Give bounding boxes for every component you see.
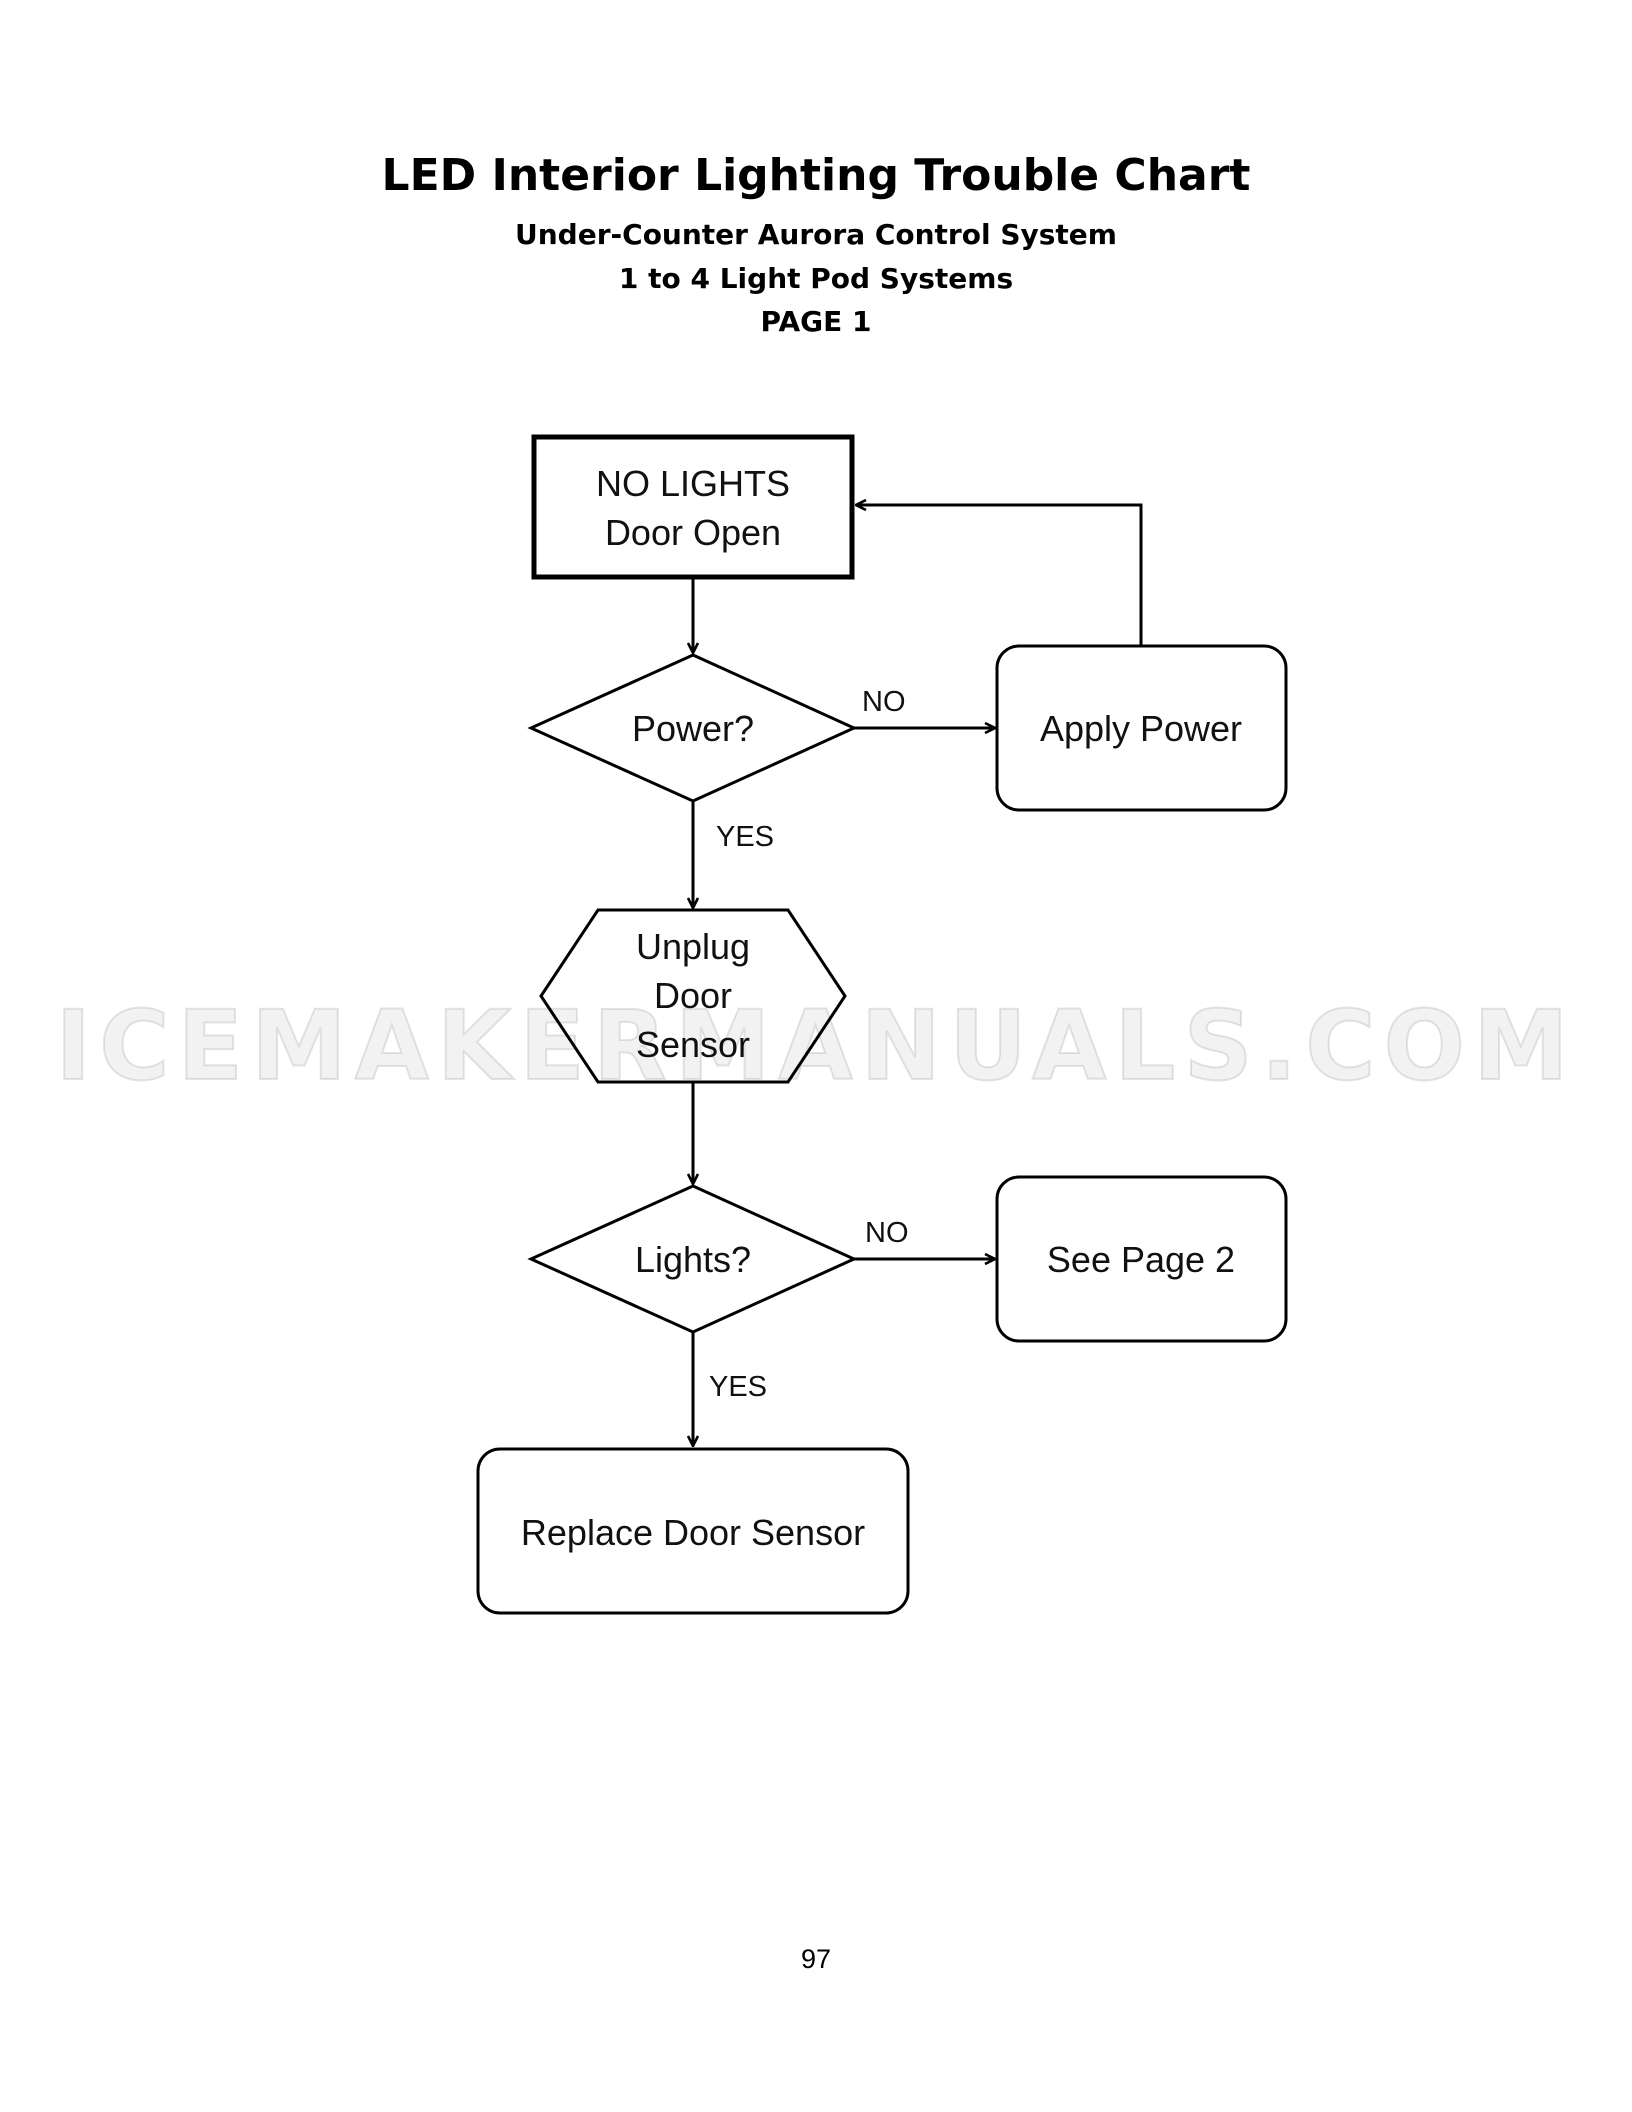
node-replace-label: Replace Door Sensor [521,1512,865,1553]
node-lights-label: Lights? [635,1239,751,1280]
edge-lights-yes-label: YES [709,1371,767,1403]
edge-lights-no-label: NO [865,1217,909,1249]
subtitle-pods: 1 to 4 Light Pod Systems [618,262,1014,295]
node-start-line1: NO LIGHTS [596,463,790,504]
node-start: NO LIGHTS Door Open [531,434,855,580]
subtitle-system: Under-Counter Aurora Control System [515,218,1117,251]
node-start-line2: Door Open [605,512,781,553]
node-power-label: Power? [632,708,754,749]
watermark: ICEMAKERMANUALS.COM [54,989,1577,1103]
edge-power-yes-label: YES [716,821,774,853]
node-power-decision: Power? [527,653,858,803]
edge-power-no-label: NO [862,686,906,718]
edge-apply-power-loop [856,505,1143,646]
node-see-page-2: See Page 2 [995,1175,1288,1343]
node-see-page-2-label: See Page 2 [1047,1239,1235,1280]
node-unplug-line1: Unplug [636,926,750,967]
node-apply-power: Apply Power [995,644,1288,812]
page-number: 97 [800,1944,832,1974]
node-lights-decision: Lights? [527,1184,858,1334]
node-unplug-sensor: Unplug Door Sensor [539,908,847,1084]
page-title: LED Interior Lighting Trouble Chart [381,150,1251,201]
subtitle-page: PAGE 1 [760,305,872,338]
node-apply-power-label: Apply Power [1040,708,1242,749]
node-unplug-line2: Door [654,975,732,1016]
node-replace-sensor: Replace Door Sensor [476,1447,910,1615]
node-unplug-line3: Sensor [636,1024,750,1065]
